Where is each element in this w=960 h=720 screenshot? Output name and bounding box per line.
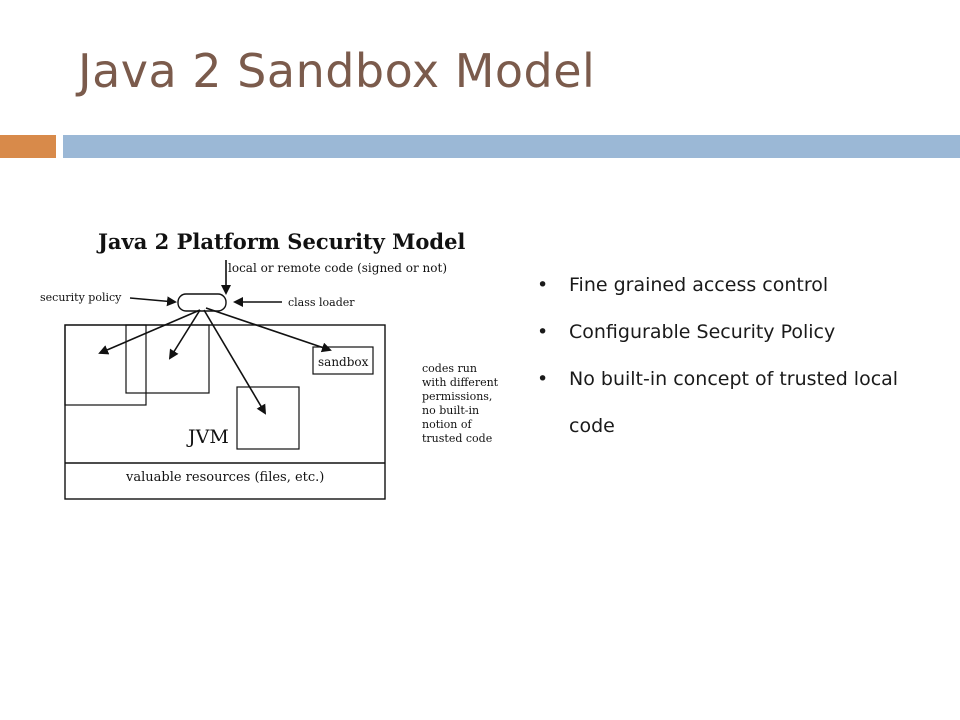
jvm-label: JVM bbox=[186, 426, 229, 448]
policy-arrow-1 bbox=[98, 309, 201, 355]
security-policy-arrow bbox=[129, 296, 177, 307]
bullet-item: • No built-in concept of trusted local c… bbox=[535, 356, 945, 450]
policy-arrow-4 bbox=[205, 307, 332, 353]
class-loader-label: class loader bbox=[288, 296, 355, 309]
note-line: with different bbox=[422, 376, 499, 389]
policy-arrow-2 bbox=[168, 309, 201, 360]
bullet-item: • Configurable Security Policy bbox=[535, 309, 945, 356]
note-line: codes run bbox=[422, 362, 477, 375]
note-line: notion of bbox=[422, 418, 472, 431]
bullet-item: • Fine grained access control bbox=[535, 262, 945, 309]
bullet-list: • Fine grained access control • Configur… bbox=[535, 262, 945, 450]
accent-bar bbox=[0, 135, 56, 158]
sandbox-label: sandbox bbox=[318, 355, 369, 369]
sandbox-box bbox=[312, 346, 374, 375]
bullet-text: Fine grained access control bbox=[569, 274, 829, 296]
bullet-marker: • bbox=[537, 274, 549, 296]
resources-label: valuable resources (files, etc.) bbox=[125, 470, 324, 485]
bullet-text: No built-in concept of trusted local cod… bbox=[569, 368, 899, 437]
permission-box-3 bbox=[236, 386, 300, 450]
security-model-diagram: Java 2 Platform Security Model local or … bbox=[30, 220, 510, 510]
bullet-marker: • bbox=[537, 368, 549, 390]
title-underline-bar bbox=[63, 135, 960, 158]
diagram-note: codes run with different permissions, no… bbox=[422, 362, 502, 445]
bullet-marker: • bbox=[537, 321, 549, 343]
permission-box-2 bbox=[125, 324, 210, 394]
bullet-text: Configurable Security Policy bbox=[569, 321, 836, 343]
diagram-heading: Java 2 Platform Security Model bbox=[96, 229, 465, 254]
code-source-node-body bbox=[177, 293, 227, 312]
security-policy-label: security policy bbox=[40, 291, 122, 304]
note-line: no built-in bbox=[422, 404, 479, 417]
note-line: permissions, bbox=[422, 390, 492, 403]
policy-arrow-3 bbox=[203, 309, 267, 415]
jvm-frame bbox=[64, 324, 386, 500]
code-source-label: local or remote code (signed or not) bbox=[228, 261, 447, 275]
note-line: trusted code bbox=[422, 432, 492, 445]
permission-box-1 bbox=[64, 324, 147, 406]
slide-title: Java 2 Sandbox Model bbox=[78, 44, 596, 98]
